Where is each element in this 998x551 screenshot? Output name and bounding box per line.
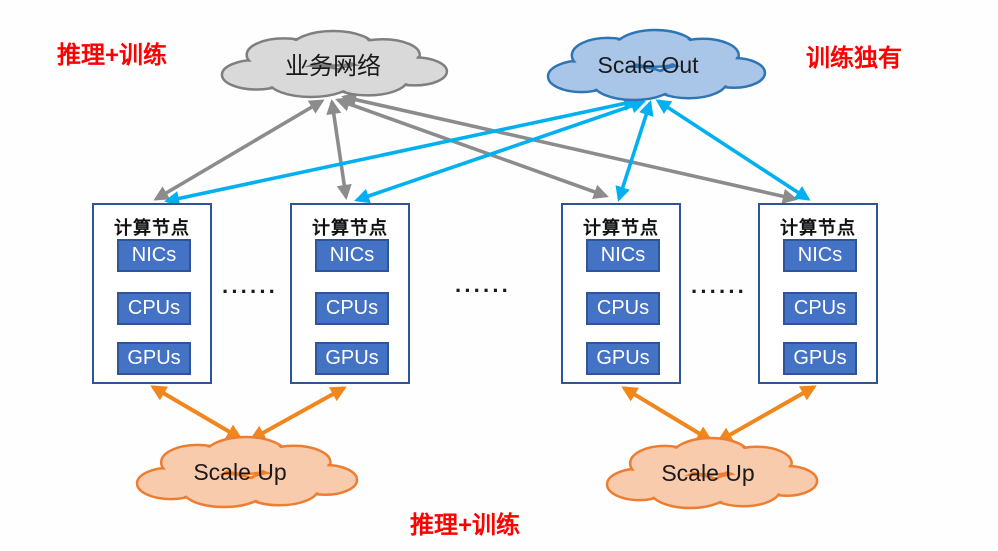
- ellipsis-2: ······: [455, 278, 511, 303]
- scale-out-links: [164, 96, 811, 206]
- scale-up-links: [150, 385, 817, 443]
- annotation-bottom: 推理+训练: [409, 512, 521, 539]
- gpus-chip: GPUs: [315, 342, 389, 375]
- compute-node-3: 计算节点 NICs CPUs GPUs: [561, 203, 681, 384]
- compute-node-title: 计算节点: [114, 218, 190, 238]
- nics-chip: NICs: [586, 239, 660, 272]
- compute-node-1: 计算节点 NICs CPUs GPUs: [92, 203, 212, 384]
- scaleupL-to-node1-link: [150, 385, 243, 440]
- scale-up-left-label: Scale Up: [193, 459, 286, 485]
- gpus-chip: GPUs: [783, 342, 857, 375]
- scaleout-to-node4-link: [655, 99, 811, 201]
- scaleout-to-node2-link: [354, 98, 646, 204]
- cpus-chip: CPUs: [586, 292, 660, 325]
- gpus-chip: GPUs: [117, 342, 191, 375]
- business-network-label: 业务网络: [285, 53, 381, 80]
- compute-node-title: 计算节点: [583, 218, 659, 238]
- business-network-cloud: 业务网络: [220, 29, 449, 99]
- scale-out-cloud: Scale Out: [546, 28, 767, 102]
- compute-node-title: 计算节点: [312, 218, 388, 238]
- nics-chip: NICs: [315, 239, 389, 272]
- scale-up-right-cloud: Scale Up: [605, 436, 819, 510]
- ellipsis-3: ······: [691, 279, 747, 304]
- compute-node-4: 计算节点 NICs CPUs GPUs: [758, 203, 878, 384]
- nics-chip: NICs: [117, 239, 191, 272]
- scale-out-label: Scale Out: [598, 52, 700, 78]
- gpus-chip: GPUs: [586, 342, 660, 375]
- cpus-chip: CPUs: [783, 292, 857, 325]
- business-to-node2-link: [326, 99, 352, 200]
- nics-chip: NICs: [783, 239, 857, 272]
- compute-node-2: 计算节点 NICs CPUs GPUs: [290, 203, 410, 384]
- scaleupR-to-node3-link: [621, 386, 713, 442]
- cpus-chip: CPUs: [315, 292, 389, 325]
- scaleupR-to-node4-link: [716, 385, 817, 443]
- annotation-top-left: 推理+训练: [57, 42, 168, 69]
- cpus-chip: CPUs: [117, 292, 191, 325]
- compute-node-title: 计算节点: [780, 218, 856, 238]
- scaleout-to-node3-link: [615, 100, 654, 202]
- scaleupL-to-node2-link: [249, 386, 347, 441]
- annotation-top-right: 训练独有: [806, 45, 902, 72]
- ellipsis-1: ······: [222, 279, 278, 304]
- scale-up-right-label: Scale Up: [661, 460, 754, 486]
- scale-up-left-cloud: Scale Up: [135, 435, 359, 509]
